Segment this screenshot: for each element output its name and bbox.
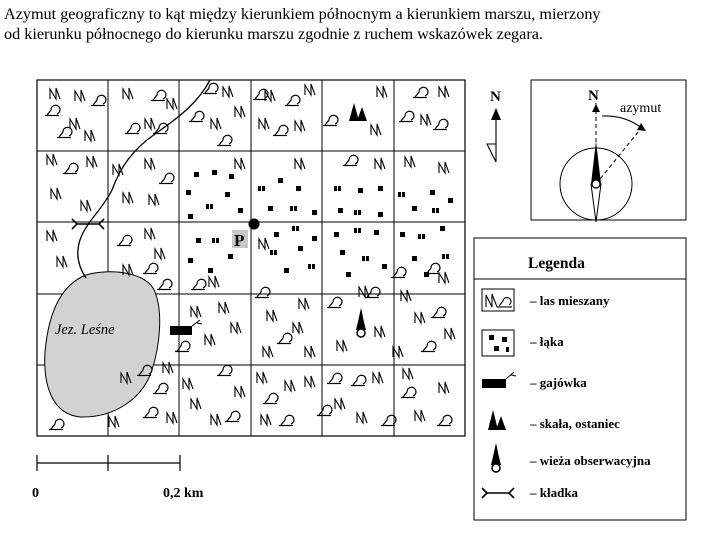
stream — [77, 79, 211, 279]
legend-label-rock-outlier: – skała, ostaniec — [529, 416, 620, 431]
legend-symbol-observation-tower — [491, 443, 501, 473]
north-arrow: N — [486, 89, 501, 163]
legend-title: Legenda — [528, 255, 585, 272]
legend-symbol-forester-lodge — [482, 371, 517, 388]
point-p-marker — [248, 218, 260, 230]
legend-label-mixed-forest: – las mieszany — [529, 293, 610, 308]
legend-label-forester-lodge: – gajówka — [529, 375, 587, 390]
point-p-label: P — [234, 231, 244, 250]
legend-symbol-rock-outlier — [488, 410, 506, 430]
intro-text: Azymut geograficzny to kąt między kierun… — [4, 4, 716, 44]
scale-bar — [36, 455, 181, 471]
azimuth-label: azymut — [620, 101, 661, 116]
legend-symbol-footbridge — [481, 487, 515, 499]
azimuth-diagram: N azymut — [530, 79, 687, 223]
intro-line-2: od kierunku północnego do kierunku marsz… — [4, 25, 543, 43]
legend: Legenda – las mieszany – łąka – gajówka … — [473, 237, 687, 521]
legend-symbol-mixed-forest — [481, 288, 515, 312]
footbridge-map-symbol — [71, 218, 105, 230]
forester-lodge-map-symbol — [170, 319, 203, 335]
legend-label-meadow: – łąka — [529, 334, 564, 349]
point-p-box — [232, 230, 248, 248]
intro-line-1: Azymut geograficzny to kąt między kierun… — [4, 5, 601, 23]
observation-tower-map-symbol — [356, 308, 366, 338]
legend-label-footbridge: – kładka — [529, 485, 579, 500]
lake-label: Jez. Leśne — [55, 322, 115, 338]
azimuth-north-label: N — [588, 88, 599, 104]
scale-start-label: 0 — [32, 486, 39, 501]
scale-end-label: 0,2 km — [163, 486, 204, 501]
north-arrow-label: N — [490, 89, 501, 105]
rock-outlier-map-symbol — [349, 103, 367, 121]
legend-symbol-meadow — [481, 329, 515, 357]
legend-label-observation-tower: – wieża obserwacyjna — [529, 453, 651, 468]
lake-jezioro-lesne — [44, 271, 161, 418]
meadow-area — [186, 170, 453, 277]
